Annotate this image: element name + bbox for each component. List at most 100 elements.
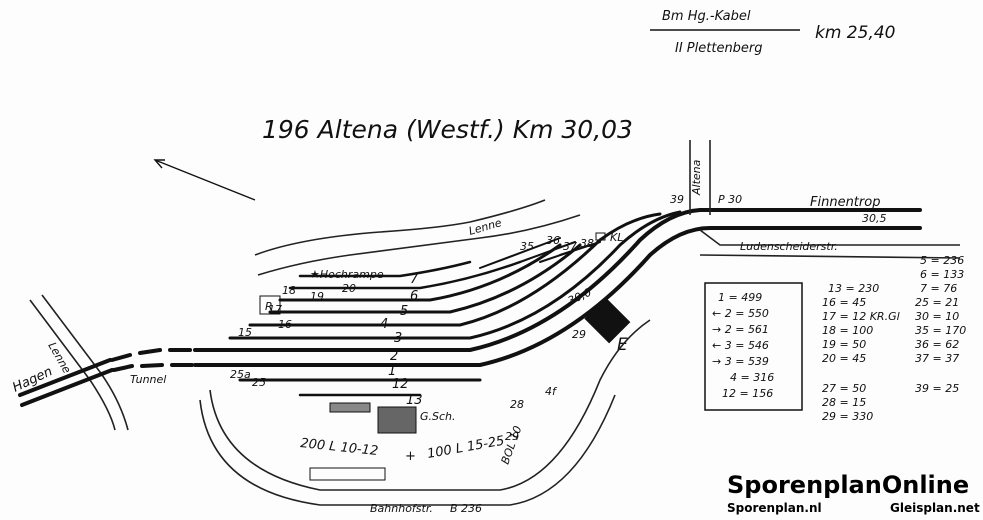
siding-length-item: 18 = 100 bbox=[822, 324, 873, 337]
building-r bbox=[259, 295, 281, 315]
siding-length-item: 25 = 21 bbox=[915, 296, 959, 309]
km-305-mark: 30,5 bbox=[862, 212, 887, 225]
siding-length-item: 35 = 170 bbox=[915, 324, 966, 337]
siding-length-item: 27 = 50 bbox=[822, 382, 866, 395]
km-line-destination: II Plettenberg bbox=[675, 41, 763, 56]
siding-length-list: 5 = 236 6 = 133 7 = 76 13 = 230 25 = 21 … bbox=[822, 254, 966, 423]
tunnel-dashed-b bbox=[112, 363, 194, 372]
altena-road-label: Altena bbox=[690, 159, 703, 196]
label-28: 28 bbox=[510, 398, 524, 411]
label-25a: 25a bbox=[230, 368, 251, 381]
direction-arrow-head bbox=[153, 159, 165, 169]
lenne-left-bank-b bbox=[41, 294, 129, 431]
yard-note-plus: + bbox=[405, 449, 416, 464]
yard-note-right: 100 L 15-25 bbox=[426, 434, 506, 462]
direction-arrow bbox=[154, 159, 256, 201]
tunnel-dashed-a bbox=[110, 348, 192, 362]
siding-35 bbox=[479, 237, 561, 269]
label-38: 38 bbox=[580, 237, 594, 250]
siding-length-item: 37 = 37 bbox=[915, 352, 959, 365]
river-label: Lenne bbox=[467, 216, 503, 238]
siding-length-item: 29 = 330 bbox=[822, 410, 873, 423]
siding-length-item: 7 = 76 bbox=[920, 282, 957, 295]
brand-site-net[interactable]: Gleisplan.net bbox=[890, 501, 980, 515]
main-track-north bbox=[193, 208, 922, 352]
label-18: 18 bbox=[282, 284, 296, 297]
track-5 bbox=[278, 243, 562, 302]
p30-mark: P 30 bbox=[718, 193, 742, 206]
bahnhofstr-road-inner bbox=[209, 319, 651, 491]
label-track-13: 13 bbox=[406, 393, 423, 408]
label-29-north: 29 bbox=[572, 328, 586, 341]
label-35: 35 bbox=[520, 240, 534, 253]
hochrampe-label: ★Hochrampe bbox=[310, 268, 384, 281]
siding-length-item: 20 = 45 bbox=[822, 352, 866, 365]
ludenscheider-road-b bbox=[699, 254, 961, 259]
label-track-2: 2 bbox=[390, 349, 398, 364]
kl-box bbox=[595, 232, 606, 241]
goods-shed bbox=[377, 406, 417, 434]
siding-38 bbox=[559, 241, 601, 256]
siding-length-item: 13 = 230 bbox=[828, 282, 879, 295]
label-39: 39 bbox=[670, 193, 684, 206]
station-title: 196 Altena (Westf.) Km 30,03 bbox=[262, 115, 633, 144]
label-track-3: 3 bbox=[394, 331, 402, 346]
loading-dock bbox=[329, 402, 371, 413]
label-15: 15 bbox=[238, 326, 252, 339]
b236-label: B 236 bbox=[450, 502, 482, 515]
track-length-row: ← 3 = 546 bbox=[712, 339, 769, 352]
ludenscheider-label: Ludenscheiderstr. bbox=[740, 240, 838, 253]
label-16: 16 bbox=[278, 318, 292, 331]
goods-shed-label: G.Sch. bbox=[420, 410, 456, 423]
track-length-box bbox=[704, 282, 803, 411]
siding-length-item: 6 = 133 bbox=[920, 268, 964, 281]
siding-length-item: 36 = 62 bbox=[915, 338, 959, 351]
track-length-row: 1 = 499 bbox=[718, 291, 762, 304]
river-lenne-bank-bottom bbox=[257, 214, 581, 276]
line-to-hagen-b bbox=[20, 368, 114, 407]
label-20: 20 bbox=[342, 282, 356, 295]
track-length-row: → 2 = 561 bbox=[712, 323, 769, 336]
track-29-box bbox=[309, 467, 386, 481]
label-track-6: 6 bbox=[410, 289, 418, 304]
siding-length-item: 19 = 50 bbox=[822, 338, 866, 351]
bahnhofstr-road-outer bbox=[199, 394, 616, 506]
track-length-row: → 3 = 539 bbox=[712, 355, 769, 368]
brand-name: SporenplanOnline bbox=[727, 471, 969, 499]
label-track-12: 12 bbox=[392, 377, 409, 392]
label-19: 19 bbox=[310, 290, 324, 303]
line-to-hagen-a bbox=[18, 358, 112, 397]
siding-length-item: 39 = 25 bbox=[915, 382, 959, 395]
track-6 bbox=[288, 260, 522, 290]
siding-36 bbox=[519, 241, 576, 263]
label-29-south: 29 bbox=[505, 430, 519, 443]
label-track-4: 4 bbox=[380, 317, 388, 332]
label-track-1: 1 bbox=[388, 364, 396, 379]
track-length-row: ← 2 = 550 bbox=[712, 307, 769, 320]
label-37: 37 bbox=[563, 240, 577, 253]
label-track-7: 7 bbox=[410, 272, 419, 287]
main-track-south bbox=[193, 226, 922, 367]
label-4f: 4f bbox=[545, 385, 558, 398]
km-line-label: Bm Hg.-Kabel bbox=[662, 9, 751, 24]
track-2 bbox=[228, 210, 682, 340]
siding-length-item: 30 = 10 bbox=[915, 310, 959, 323]
siding-length-item: 28 = 15 bbox=[822, 396, 866, 409]
track-3 bbox=[248, 212, 662, 327]
tunnel-label: Tunnel bbox=[130, 373, 166, 386]
label-17: 17 bbox=[268, 303, 282, 316]
track-length-table: 1 = 499 ← 2 = 550 → 2 = 561 ← 3 = 546 → … bbox=[712, 291, 774, 400]
kl-label: KL bbox=[610, 231, 623, 244]
label-track-5: 5 bbox=[400, 304, 408, 319]
river-lenne-bank-top bbox=[254, 199, 546, 256]
siding-length-item: 5 = 236 bbox=[920, 254, 964, 267]
brand-site-nl[interactable]: Sporenplan.nl bbox=[727, 501, 822, 515]
bahnhofstr-label: Bahnhofstr. bbox=[370, 502, 433, 515]
label-25: 25 bbox=[252, 376, 266, 389]
track-7 bbox=[298, 260, 472, 278]
siding-length-item: 17 = 12 KR.Gl bbox=[822, 310, 900, 323]
yard-note-left: 200 L 10-12 bbox=[300, 436, 379, 459]
building-e bbox=[584, 297, 631, 344]
label-36: 36 bbox=[546, 234, 560, 247]
